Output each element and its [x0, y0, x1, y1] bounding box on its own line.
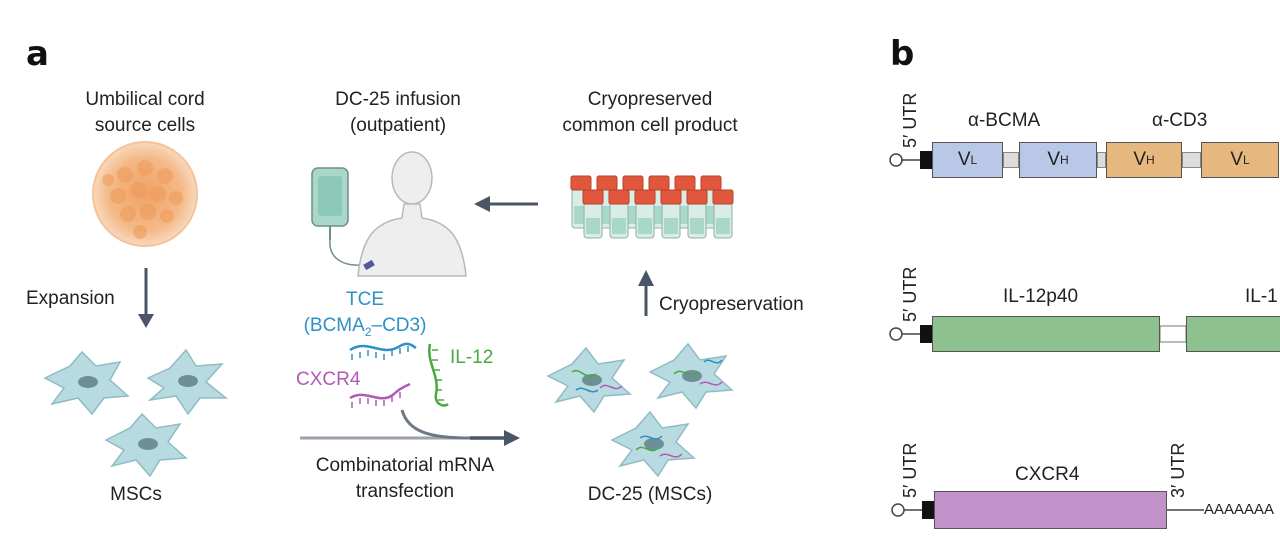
- vial-cap: [686, 189, 708, 205]
- infusion-line2: (outpatient): [349, 115, 447, 136]
- transfection-label: Combinatorial mRNA transfection: [290, 453, 520, 505]
- vial-liquid: [612, 218, 626, 234]
- construct-3-cap: [891, 501, 1204, 519]
- construct-3-utr5: 5′ UTR: [900, 442, 920, 498]
- vial-cap: [634, 189, 656, 205]
- mscs-label: MSCs: [110, 484, 162, 505]
- il12-label: IL-12: [450, 347, 494, 368]
- bcma-linker: [1003, 152, 1019, 168]
- cryopreservation-arrow: [638, 270, 654, 316]
- construct-1-cap: [889, 151, 932, 169]
- tce-label: TCE (BCMA2–CD3): [280, 287, 450, 345]
- il12p35-domain: [1186, 316, 1280, 352]
- tce-line2: (BCMA2–CD3): [303, 315, 427, 339]
- il12p35-label: IL-1: [1245, 286, 1278, 307]
- construct-3-utr3: 3′ UTR: [1168, 442, 1188, 498]
- product-label: Cryopreserved common cell product: [530, 87, 770, 139]
- il12p40-domain: [932, 316, 1160, 352]
- vial-liquid: [716, 218, 730, 234]
- polya-tail: AAAAAAA: [1204, 501, 1275, 518]
- mrna-cxcr4: [349, 382, 411, 408]
- dc25-cells: [546, 342, 734, 478]
- cd3-linker: [1182, 152, 1201, 168]
- source-cells-line2: source cells: [94, 115, 196, 136]
- vial-cap: [608, 189, 630, 205]
- vial-cap: [648, 175, 670, 191]
- vial-cap: [660, 189, 682, 205]
- alpha-cd3-label: α-CD3: [1152, 110, 1208, 131]
- transfection-line1: Combinatorial mRNA: [315, 455, 495, 476]
- vial-liquid: [638, 218, 652, 234]
- infusion-label: DC-25 infusion (outpatient): [298, 87, 498, 139]
- expansion-arrow: [138, 268, 154, 328]
- vial-cap: [712, 189, 734, 205]
- patient-silhouette: [357, 151, 467, 277]
- vial-cap: [582, 189, 604, 205]
- iv-bag: [311, 167, 369, 266]
- transfection-arrow: [300, 409, 520, 446]
- vial-cap: [570, 175, 592, 191]
- source-cells-label: Umbilical cord source cells: [40, 87, 250, 139]
- vial-cap: [596, 175, 618, 191]
- source-cells-line1: Umbilical cord: [85, 89, 205, 110]
- cxcr4-gene-label: CXCR4: [1015, 464, 1080, 485]
- cord-cell-cluster: [92, 141, 198, 247]
- cryopreservation-label: Cryopreservation: [659, 294, 804, 315]
- il12p40-label: IL-12p40: [1003, 286, 1079, 307]
- alpha-bcma-label: α-BCMA: [968, 110, 1041, 131]
- dc25-label: DC-25 (MSCs): [587, 484, 713, 505]
- infusion-arrow: [474, 196, 538, 212]
- vial-liquid: [586, 218, 600, 234]
- msc-cells: [43, 348, 229, 478]
- vial-cap: [700, 175, 722, 191]
- mrna-il12: [428, 343, 449, 407]
- cxcr4-domain: [934, 491, 1167, 529]
- vial-cap: [674, 175, 696, 191]
- vial-cap: [622, 175, 644, 191]
- mrna-tce: [349, 342, 417, 360]
- infusion-line1: DC-25 infusion: [335, 89, 461, 110]
- cryo-vials: [570, 175, 734, 239]
- vial-liquid: [690, 218, 704, 234]
- product-line1: Cryopreserved: [587, 89, 713, 110]
- construct-1-utr5: 5′ UTR: [900, 92, 920, 148]
- expansion-label: Expansion: [26, 288, 115, 309]
- tce-line1: TCE: [346, 289, 384, 310]
- product-line2: common cell product: [562, 115, 738, 136]
- construct-2-utr5: 5′ UTR: [900, 266, 920, 322]
- transfection-line2: transfection: [355, 481, 455, 502]
- panel-a-label: a: [26, 34, 49, 74]
- vial-liquid: [664, 218, 678, 234]
- cxcr4-label: CXCR4: [296, 369, 361, 390]
- inter-scfv-linker: [1097, 152, 1106, 168]
- panel-b-label: b: [890, 34, 915, 74]
